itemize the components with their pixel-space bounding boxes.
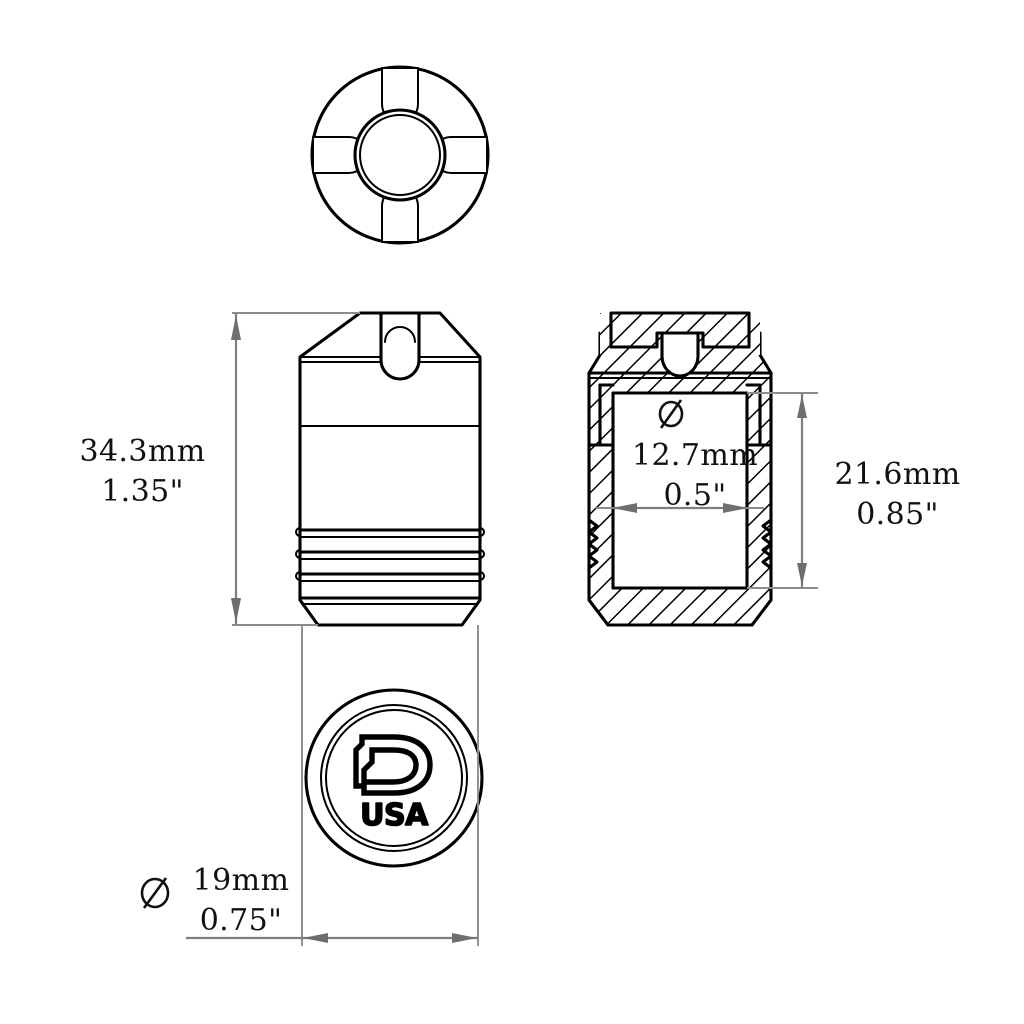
diameter-symbol-bore-icon (658, 399, 684, 429)
dim-bore-arrow-left (612, 503, 637, 513)
front-view-groove-edge-nicks (295, 527, 485, 581)
top-view-bore-outer (353, 108, 447, 202)
section-view-knurl-right (761, 518, 773, 570)
bottom-view-inner-circle-1 (320, 704, 468, 852)
dim-length-metric: 34.3mm (79, 434, 206, 469)
dim-height-arrow-top (797, 395, 807, 418)
dim-od-arrow-left (303, 933, 328, 943)
dim-length (231, 312, 360, 626)
dim-od-arrow-right (452, 933, 477, 943)
dim-outer-diameter-label: 19mm 0.75" (176, 861, 306, 940)
dim-height-metric: 21.6mm (834, 457, 961, 492)
section-view (587, 311, 773, 627)
front-view-nick-r1 (479, 527, 485, 537)
section-view-alignment-pin (660, 331, 700, 378)
dim-bore-metric: 12.7mm (631, 438, 759, 473)
diameter-symbol-outer-icon (140, 877, 170, 909)
section-view-knurl-left (587, 518, 599, 570)
front-view-nick-l3 (295, 571, 301, 581)
dim-length-imperial: 1.35" (101, 473, 184, 509)
dim-bore-label: 12.7mm 0.5" (602, 398, 788, 515)
logo-usa-text: USA (360, 798, 429, 833)
dim-outer-diameter-metric: 19mm (192, 863, 290, 898)
dim-bore (596, 503, 764, 513)
front-view-grooves (298, 528, 482, 605)
dim-bore-arrow-right (723, 503, 748, 513)
front-view-body-outline (298, 311, 482, 627)
dim-height-label: 21.6mm 0.85" (810, 455, 985, 534)
logo-d-mark (353, 734, 433, 796)
front-view (295, 311, 485, 627)
dim-length-arrow-top (231, 315, 241, 340)
front-view-nick-l1 (295, 527, 301, 537)
front-view-nick-r2 (479, 549, 485, 559)
top-view (310, 65, 490, 245)
dim-height (747, 392, 818, 589)
section-view-cap-outline (609, 311, 751, 349)
dim-height-imperial: 0.85" (856, 496, 939, 532)
dim-height-arrow-bottom (797, 563, 807, 586)
front-view-alignment-pin-inner (384, 326, 416, 343)
dim-length-arrow-bottom (231, 598, 241, 623)
dim-outer-diameter-imperial: 0.75" (199, 902, 283, 938)
front-view-nick-r3 (479, 571, 485, 581)
bottom-view-outer-circle (304, 688, 484, 868)
dim-outer-diameter (186, 625, 479, 946)
section-view-knurl-notches (587, 518, 773, 570)
front-view-alignment-pin (379, 311, 421, 381)
front-view-nick-l2 (295, 549, 301, 559)
bottom-view: USA (304, 688, 484, 868)
top-view-bore-inner (359, 114, 441, 196)
bottom-view-inner-circle-2 (325, 709, 463, 847)
dim-bore-imperial: 0.5" (663, 477, 727, 513)
dim-length-label: 34.3mm 1.35" (60, 432, 225, 511)
